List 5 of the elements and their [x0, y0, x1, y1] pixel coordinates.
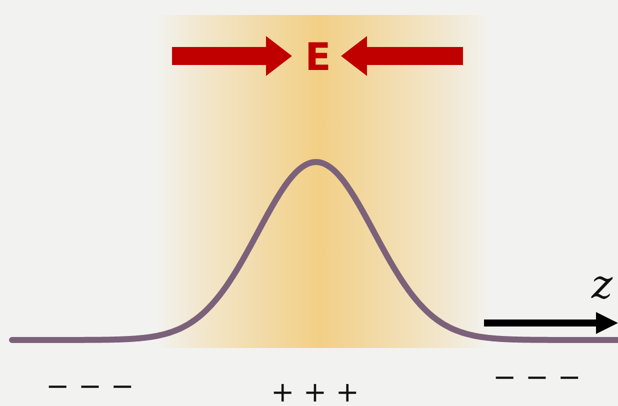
field-label: E	[305, 35, 331, 79]
charge-label: + + +	[270, 376, 360, 406]
charge-label: − − −	[492, 360, 582, 394]
charge-label: − − −	[46, 370, 134, 402]
axis-label: z	[591, 262, 613, 308]
